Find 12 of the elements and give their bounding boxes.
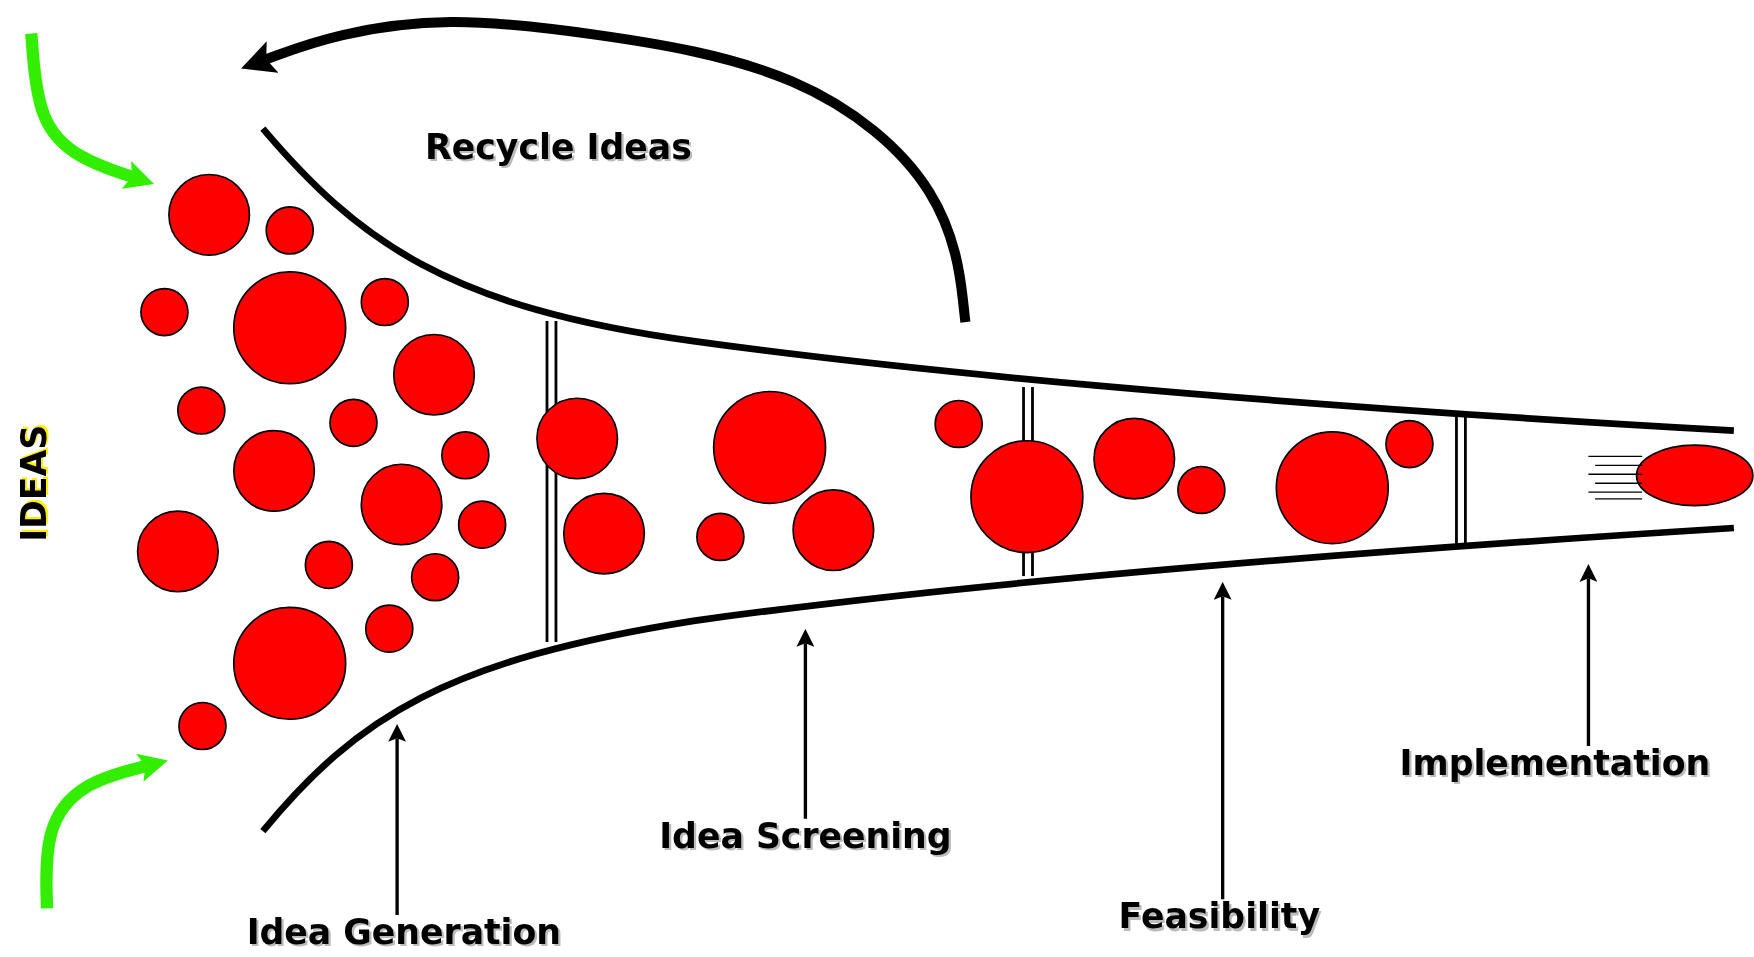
stage-label: Feasibility [1118,897,1320,936]
arrow [1213,581,1232,900]
stage-label: Implementation [1399,743,1711,782]
arrow [1579,564,1598,747]
stage-label: Idea Screening [659,816,952,855]
arrow [241,16,971,323]
curved-arrow [25,33,155,189]
curved-arrow [40,753,168,909]
arrow [388,723,407,916]
arrow [796,628,815,819]
vertical-label: IDEAS [14,424,53,542]
stage-label: Idea Generation [246,912,561,951]
